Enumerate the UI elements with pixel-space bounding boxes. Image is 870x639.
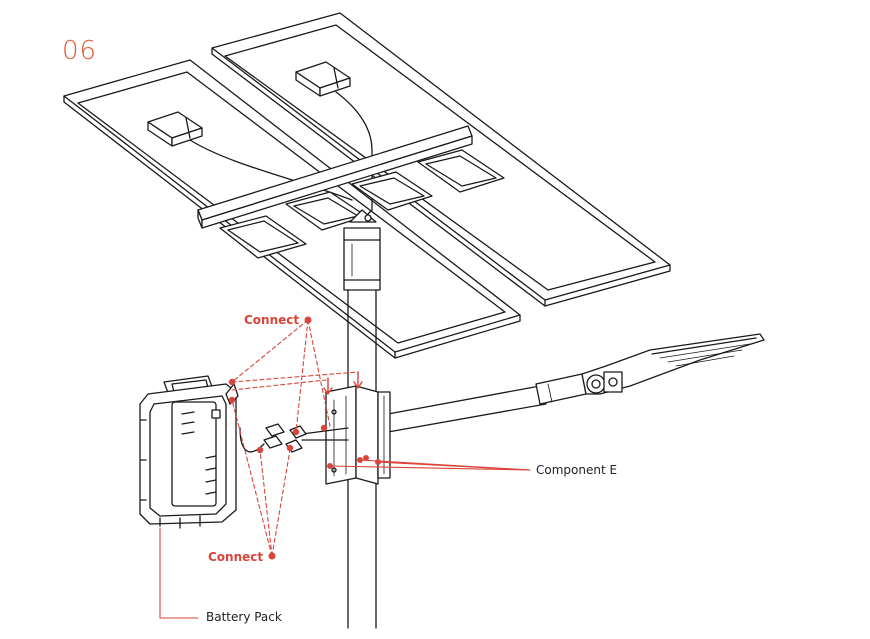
connect-callout-top [231, 319, 359, 433]
battery-pack [139, 375, 239, 529]
clamp-pads [219, 149, 505, 259]
step-number: 06 [62, 36, 98, 66]
connection-dots [228, 316, 381, 560]
mounting-bracket [197, 125, 473, 229]
pole-mount-plate [325, 385, 391, 485]
lamp-arm [387, 373, 587, 433]
connect-label-bottom: Connect [208, 550, 264, 564]
junction-box-front [147, 111, 203, 147]
insert-arrows [323, 371, 363, 395]
pole-top-sleeve [343, 209, 381, 291]
led-lamp-head [581, 333, 765, 395]
junction-box-back [295, 61, 351, 97]
component-e-label: Component E [536, 463, 618, 477]
panel-cable-back [335, 91, 373, 223]
connect-label-top: Connect [244, 313, 300, 327]
battery-pack-leader [159, 527, 199, 619]
component-e-leaders [329, 459, 531, 471]
battery-pack-label: Battery Pack [206, 610, 282, 624]
connect-callout-bottom [231, 399, 291, 557]
